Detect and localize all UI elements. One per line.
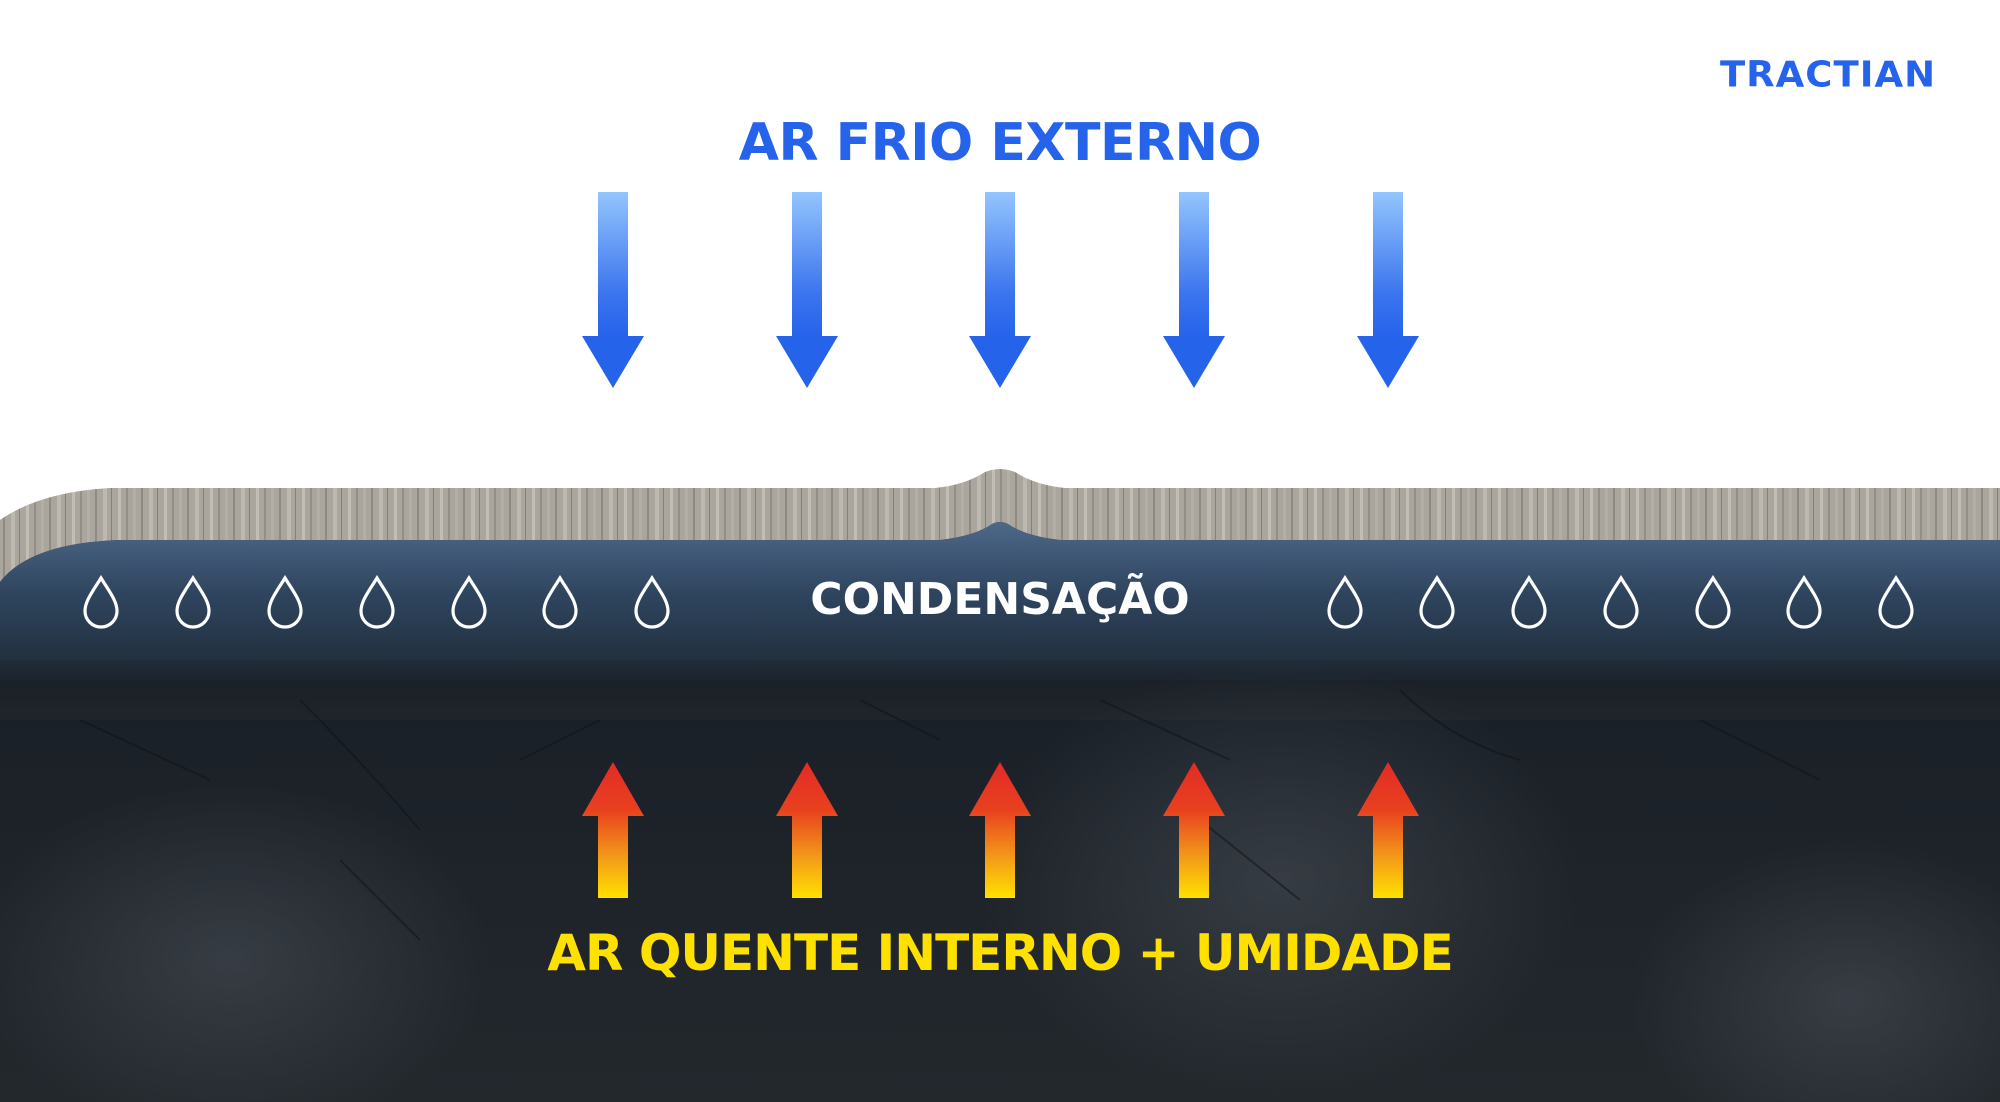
arrow-down-icon	[969, 192, 1031, 388]
brand-logo: TRACTIAN	[1719, 54, 1937, 95]
arrow-up-icon	[776, 762, 838, 898]
water-drop-icon	[634, 575, 670, 629]
water-drop-icon	[175, 575, 211, 629]
water-drop-icon	[1327, 575, 1363, 629]
arrow-down-icon	[776, 192, 838, 388]
water-drop-icon	[451, 575, 487, 629]
condensation-layer	[0, 522, 2000, 680]
water-drop-icon	[1603, 575, 1639, 629]
warm-air-label: AR QUENTE INTERNO + UMIDADE	[547, 924, 1453, 982]
water-drop-icon	[542, 575, 578, 629]
arrow-down-icon	[582, 192, 644, 388]
water-drop-icon	[1511, 575, 1547, 629]
condensation-label: CONDENSAÇÃO	[810, 574, 1190, 625]
water-drop-icon	[1786, 575, 1822, 629]
cold-air-label: AR FRIO EXTERNO	[738, 113, 1262, 173]
arrow-down-icon	[1357, 192, 1419, 388]
arrow-up-icon	[1163, 762, 1225, 898]
water-drop-icon	[267, 575, 303, 629]
arrow-up-icon	[969, 762, 1031, 898]
water-drop-icon	[1878, 575, 1914, 629]
water-drop-icon	[1695, 575, 1731, 629]
arrow-up-icon	[582, 762, 644, 898]
water-drop-icon	[1419, 575, 1455, 629]
water-drop-icon	[83, 575, 119, 629]
water-drop-icon	[359, 575, 395, 629]
arrow-up-icon	[1357, 762, 1419, 898]
arrow-down-icon	[1163, 192, 1225, 388]
